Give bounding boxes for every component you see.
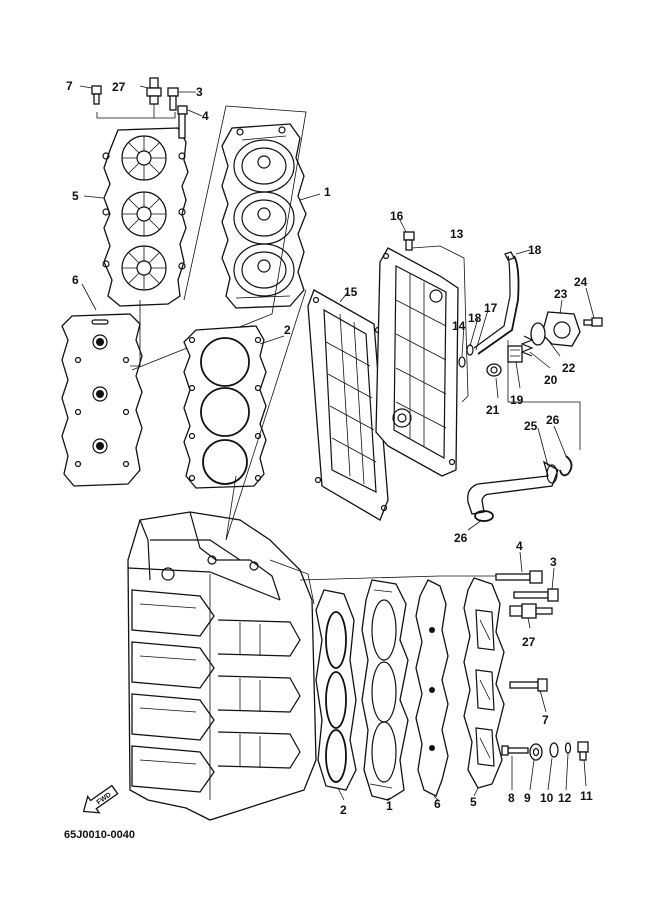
head-cover-bottom <box>463 577 505 789</box>
thermostat-19 <box>507 345 523 363</box>
head-cover-ribs-2 <box>121 191 167 237</box>
bolt-7-bottom <box>509 678 548 692</box>
bolt-8 <box>501 745 529 756</box>
hose-18-upper <box>473 251 520 355</box>
callout-26-lower: 26 <box>454 531 468 545</box>
cylinder-bores <box>217 619 301 769</box>
callout-20: 20 <box>544 373 558 387</box>
bolt-24 <box>583 317 603 327</box>
gasket-lead-line <box>130 300 141 367</box>
clamp-26-upper <box>559 455 573 477</box>
callout-10: 10 <box>540 791 554 805</box>
callout-2-top: 2 <box>284 323 291 337</box>
callout-24: 24 <box>574 275 588 289</box>
bolt-4-top <box>177 105 188 139</box>
head-gasket-bottom <box>315 589 357 791</box>
callout-17: 17 <box>484 301 498 315</box>
cylinder-head-bottom <box>361 579 409 801</box>
bolt-16 <box>403 231 415 251</box>
callout-27-bottom: 27 <box>522 635 536 649</box>
callout-3-bottom: 3 <box>550 555 557 569</box>
callout-8: 8 <box>508 791 515 805</box>
callout-14: 14 <box>452 319 466 333</box>
hose-25 <box>467 460 559 515</box>
head-cover-gasket-bottom <box>415 579 449 797</box>
callout-18-upper: 18 <box>528 243 542 257</box>
spring-20 <box>520 335 534 357</box>
callout-5-bottom: 5 <box>470 795 477 809</box>
sensor-27-bottom <box>509 603 553 619</box>
head-gasket-top <box>183 325 267 489</box>
bolt-3-bottom <box>513 588 559 602</box>
block-frame-lines <box>225 289 520 581</box>
callout-13: 13 <box>450 227 464 241</box>
callout-12: 12 <box>558 791 572 805</box>
callout-11: 11 <box>580 789 593 803</box>
callout-16: 16 <box>390 209 404 223</box>
callout-23: 23 <box>554 287 568 301</box>
callout-3-top: 3 <box>196 85 203 99</box>
bolt-bracket-line <box>96 104 176 119</box>
cylinder-block <box>127 511 317 821</box>
thermostat-cover-23 <box>541 311 581 347</box>
callout-19: 19 <box>510 393 524 407</box>
clip-18-lower <box>458 344 474 368</box>
callout-5-top: 5 <box>72 189 79 203</box>
callout-27-top: 27 <box>112 80 126 94</box>
callout-7-bottom: 7 <box>542 713 549 727</box>
exhaust-cover-gasket <box>307 289 389 521</box>
thermostat-bracket-line <box>507 340 581 450</box>
callout-6-bottom: 6 <box>434 797 441 811</box>
head-cover-ribs-1 <box>121 135 167 181</box>
crank-journals <box>131 589 215 793</box>
callout-4-top: 4 <box>202 109 209 123</box>
callout-15: 15 <box>344 285 358 299</box>
head-cover-top <box>102 127 189 307</box>
bolt-4-bottom <box>495 570 543 584</box>
callout-18-lower: 18 <box>468 311 482 325</box>
callout-1-bottom: 1 <box>386 799 393 813</box>
bolt-11 <box>577 741 589 761</box>
bolt-7-top <box>91 85 102 105</box>
callout-labels: 7 27 3 4 5 1 6 2 16 13 18 15 17 14 18 23… <box>66 79 593 817</box>
washer-12 <box>564 742 572 754</box>
leader-lines <box>79 85 595 801</box>
callout-4-bottom: 4 <box>516 539 523 553</box>
exhaust-cover <box>375 247 459 477</box>
callout-22: 22 <box>562 361 576 375</box>
washer-10 <box>549 742 559 758</box>
seal-21 <box>486 363 502 377</box>
callout-21: 21 <box>486 403 500 417</box>
head-cover-ribs-3 <box>121 245 167 291</box>
gasket-22 <box>530 322 546 346</box>
clamp-26-lower <box>474 510 494 522</box>
callout-7-top: 7 <box>66 79 73 93</box>
callout-2-bottom: 2 <box>340 803 347 817</box>
callout-6-top: 6 <box>72 273 79 287</box>
bolt-3-top <box>167 87 179 111</box>
callout-1-top: 1 <box>324 185 331 199</box>
fwd-label: FWD <box>96 792 113 807</box>
sensor-27-top <box>146 77 162 105</box>
head-cover-gasket-top <box>61 313 143 487</box>
diagram-code: 65J0010-0040 <box>64 829 135 841</box>
callout-9: 9 <box>524 791 531 805</box>
fwd-arrow: FWD <box>82 784 119 814</box>
callout-25: 25 <box>524 419 538 433</box>
cylinder-head-top <box>221 123 307 309</box>
callout-26-upper: 26 <box>546 413 560 427</box>
nut-9 <box>529 743 543 761</box>
